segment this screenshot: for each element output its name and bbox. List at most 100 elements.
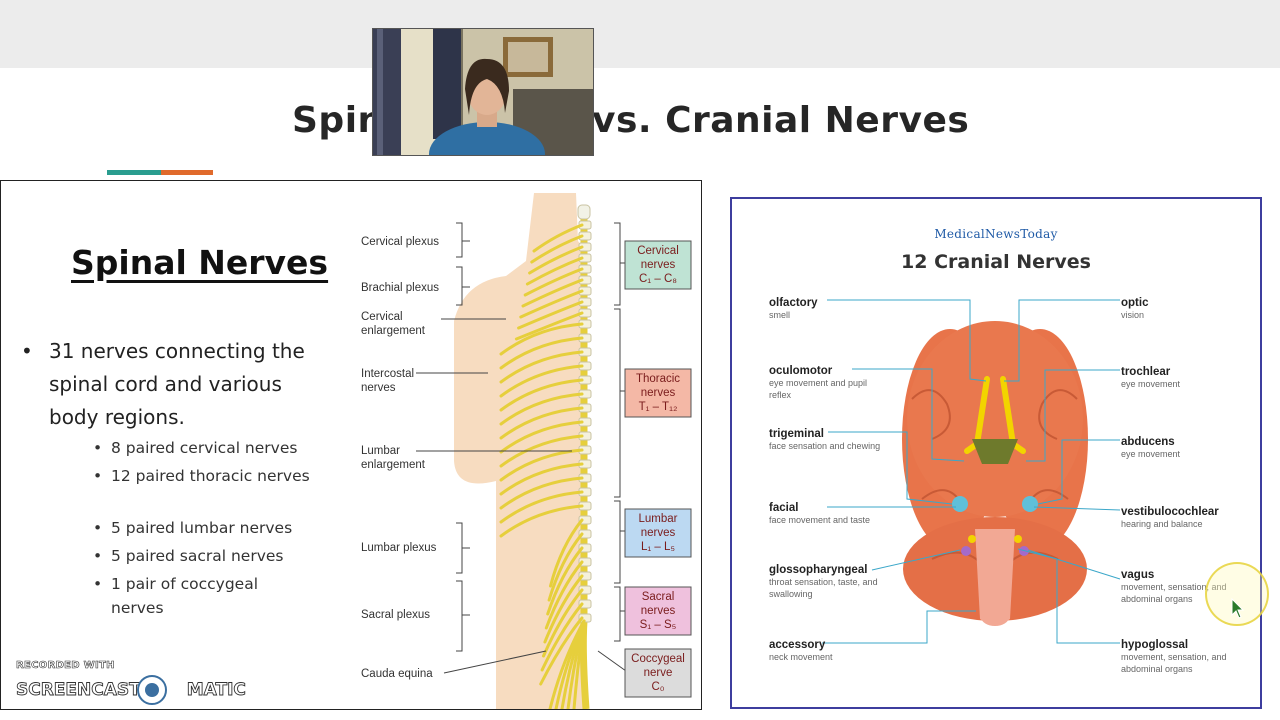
list-item-text: 1 pair of coccygeal nerves (111, 575, 259, 617)
nerve-optic: optic vision (1121, 297, 1233, 321)
label-lumbar-plexus: Lumbar plexus (361, 542, 437, 554)
nerve-function: movement, sensation, and abdominal organ… (1121, 582, 1227, 604)
box-lumbar-line3: L₁ – L₅ (641, 541, 675, 553)
box-thoracic-line1: Thoracic (636, 373, 680, 385)
label-cervical-enlargement-2: enlargement (361, 325, 426, 337)
spinal-nerve (499, 448, 584, 482)
webcam-overlay (372, 28, 594, 156)
bullet-dot: • (93, 467, 103, 485)
nerve-vagus: vagus movement, sensation, and abdominal… (1121, 569, 1233, 605)
spinal-nerve (523, 267, 584, 297)
label-cauda-equina: Cauda equina (361, 668, 433, 680)
nerve-function: throat sensation, taste, and swallowing (769, 577, 878, 599)
spinal-nerve (539, 616, 584, 686)
spinal-nerve (544, 560, 584, 630)
recording-watermark: RECORDED WITH SCREENCAST MATIC (16, 660, 246, 705)
nerve-function: vision (1121, 310, 1145, 320)
spinal-nerve (521, 278, 584, 308)
nerve-name: glossopharyngeal (769, 564, 868, 576)
label-intercostal-1: Intercostal (361, 368, 414, 380)
watermark-recorded-with: RECORDED WITH (16, 660, 115, 672)
nerve-function: eye movement and pupil reflex (769, 378, 868, 400)
nerve-vestibulocochlear: vestibulocochlear hearing and balance (1121, 506, 1233, 530)
nerve-glossopharyngeal: glossopharyngeal throat sensation, taste… (769, 564, 881, 600)
box-lumbar-line1: Lumbar (639, 513, 678, 525)
nerve-name: abducens (1121, 436, 1175, 448)
nerve-name: trochlear (1121, 366, 1171, 378)
cauda-equina-strand (548, 619, 586, 709)
spinal-nerve (525, 256, 584, 286)
nerve-function: eye movement (1121, 379, 1181, 389)
nerve-olfactory: olfactory smell (769, 297, 881, 321)
watermark-word1: SCREENCAST (16, 680, 142, 701)
spinal-nerve (540, 602, 584, 672)
watermark-brand: SCREENCAST MATIC (16, 680, 247, 701)
nerve-function: face movement and taste (769, 515, 871, 525)
nerve-name: optic (1121, 297, 1149, 309)
box-thoracic-line3: T₁ – T₁₂ (639, 401, 678, 413)
label-lumbar-enlargement-2: enlargement (361, 459, 426, 471)
spinal-nerve (499, 504, 584, 538)
source-logo: MedicalNewsToday (934, 227, 1058, 241)
spinal-nerve (546, 546, 584, 616)
box-sacral-line2: nerves (641, 605, 676, 617)
label-sacral-plexus: Sacral plexus (361, 609, 430, 621)
accent-bar-teal (107, 170, 161, 175)
screencast-logo-icon (137, 675, 167, 705)
nerve-name: vagus (1121, 569, 1155, 581)
nerve-name: trigeminal (769, 428, 824, 440)
accent-bar-orange (161, 170, 213, 175)
spinal-nerve (499, 350, 584, 384)
nerve-name: hypoglossal (1121, 639, 1189, 651)
list-item-text: 5 paired lumbar nerves (111, 519, 293, 537)
nerve-name: accessory (769, 639, 826, 651)
main-bullet-text: 31 nerves connecting the spinal cord and… (49, 339, 305, 429)
label-lumbar-enlargement-1: Lumbar (361, 445, 400, 457)
nerve-function: face sensation and chewing (769, 441, 881, 451)
bullet-dot: • (93, 439, 103, 457)
spinal-nerve (542, 588, 584, 658)
spinal-nerve (514, 311, 584, 341)
box-cervical-line1: Cervical (637, 245, 679, 257)
nerve-name: oculomotor (769, 365, 833, 377)
bullet-dot: • (93, 547, 103, 565)
box-sacral-line1: Sacral (642, 591, 675, 603)
nerve-name: vestibulocochlear (1121, 506, 1219, 518)
nerve-accessory: accessory neck movement (769, 639, 881, 663)
cranial-nerves-title: 12 Cranial Nerves (901, 251, 1091, 273)
nerve-name: facial (769, 502, 799, 514)
label-cervical-plexus: Cervical plexus (361, 236, 439, 248)
list-item-text: 5 paired sacral nerves (111, 547, 284, 565)
nerve-name: olfactory (769, 297, 818, 309)
leader-lines (822, 299, 1121, 644)
nerve-function: smell (769, 310, 791, 320)
box-thoracic-line2: nerves (641, 387, 676, 399)
nerve-function: hearing and balance (1121, 519, 1203, 529)
bullet-dot: • (93, 575, 103, 593)
diagram-left-labels: Cervical plexus Brachial plexus Cervical… (361, 236, 439, 680)
list-item-text: 8 paired cervical nerves (111, 439, 298, 457)
box-coccygeal-line3: C₀ (651, 681, 664, 693)
box-sacral-line3: S₁ – S₅ (640, 619, 677, 631)
watermark-word2: MATIC (186, 680, 246, 701)
nerve-function: movement, sensation, and abdominal organ… (1121, 652, 1227, 674)
spinal-nerve (499, 336, 584, 370)
spinal-nerves-heading: Spinal Nerves (71, 243, 329, 282)
cranial-nerves-panel: MedicalNewsToday 12 Cranial Nerves (730, 197, 1262, 709)
box-cervical-line3: C₁ – C₈ (639, 273, 677, 285)
spinal-nerves-panel: Spinal Nerves • 31 nerves connecting the… (0, 180, 702, 710)
spinal-nerve (499, 364, 584, 398)
label-intercostal-2: nerves (361, 382, 396, 394)
mouse-cursor-icon (1231, 598, 1245, 619)
box-lumbar-line2: nerves (641, 527, 676, 539)
nerve-abducens: abducens eye movement (1121, 436, 1233, 460)
spinal-nerve (499, 392, 584, 426)
nerve-hypoglossal: hypoglossal movement, sensation, and abd… (1121, 639, 1233, 675)
nerve-function: eye movement (1121, 449, 1181, 459)
label-cervical-enlargement-1: Cervical (361, 311, 403, 323)
bullet-dot: • (93, 519, 103, 537)
spinal-nerve (499, 322, 584, 356)
label-brachial-plexus: Brachial plexus (361, 282, 439, 294)
spinal-nerve (499, 420, 584, 454)
brain-illustration (902, 321, 1088, 626)
